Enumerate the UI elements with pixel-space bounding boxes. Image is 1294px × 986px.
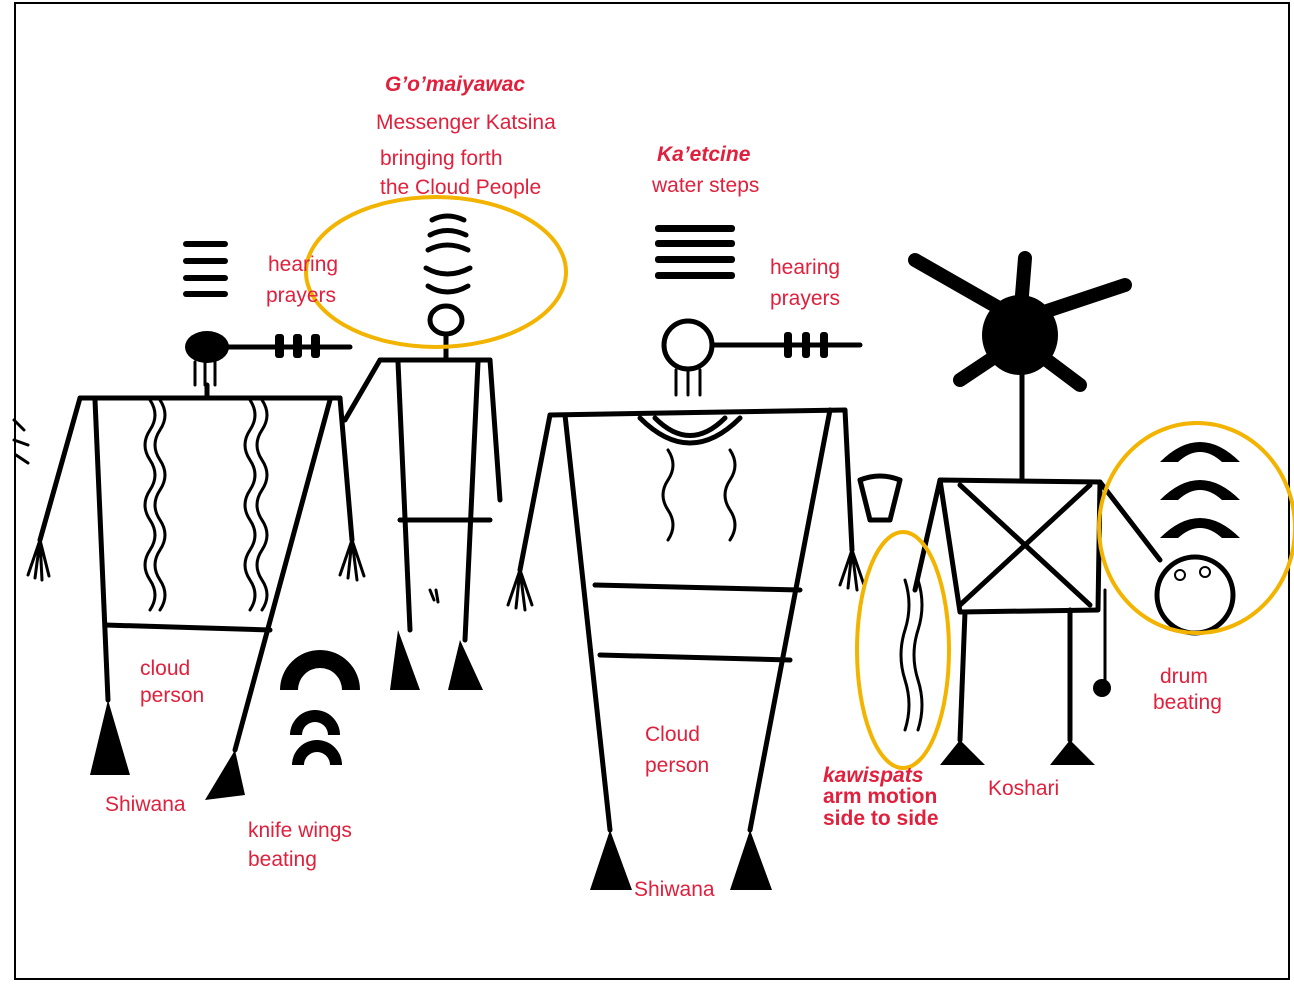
label-cloud-person-center-1: Cloud [645,722,700,747]
shiwana-center-figure [508,225,864,890]
label-cloud-person-left-2: person [140,683,204,708]
drum-beat-marks-icon [1160,442,1240,538]
label-gomaiyawac: G’o’maiyawac [385,72,525,97]
label-hearing-prayers-right-1: hearing [770,255,840,280]
messenger-katsina-figure [345,216,500,690]
label-shiwana-center: Shiwana [634,877,715,902]
drum-icon [1157,557,1233,633]
label-arm-motion-1: arm motion [823,786,937,808]
label-messenger-katsina: Messenger Katsina [376,110,556,135]
highlight-kawispats-ellipse [857,532,949,768]
label-knife-wings-2: beating [248,847,317,872]
knife-wings-icon [280,650,360,765]
label-hearing-prayers-left-2: prayers [266,283,336,308]
label-cloud-person-left-1: cloud [140,656,190,681]
label-drum-beating-2: beating [1153,690,1222,715]
label-water-steps: water steps [652,173,759,198]
label-kaetcine: Ka’etcine [657,142,750,167]
label-koshari: Koshari [988,776,1059,801]
label-arm-motion-2: side to side [823,808,939,830]
label-hearing-prayers-left-1: hearing [268,252,338,277]
label-knife-wings-1: knife wings [248,818,352,843]
label-drum-beating-1: drum [1160,664,1208,689]
label-bringing-forth-2: the Cloud People [380,175,541,200]
label-hearing-prayers-right-2: prayers [770,286,840,311]
label-cloud-person-center-2: person [645,753,709,778]
label-shiwana-left: Shiwana [105,792,186,817]
label-bringing-forth-1: bringing forth [380,146,503,171]
